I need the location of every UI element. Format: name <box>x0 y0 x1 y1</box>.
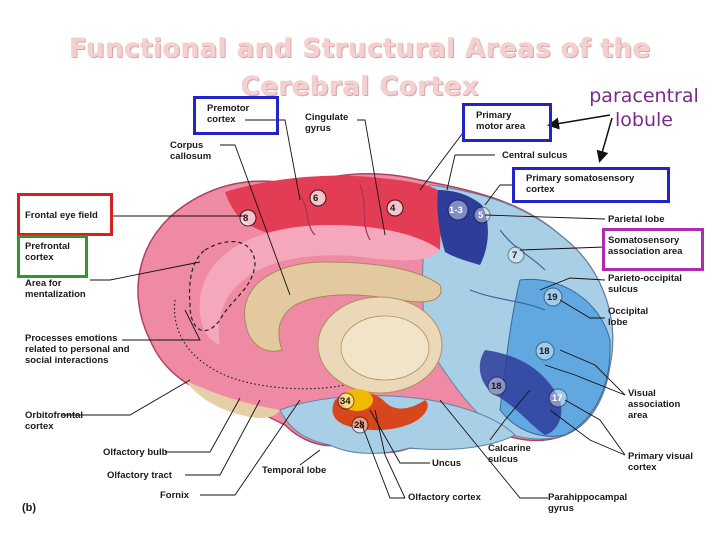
label-cingulate: Cingulate gyrus <box>305 112 349 134</box>
area-num-8: 8 <box>243 213 249 224</box>
cingulate-band <box>199 225 440 345</box>
area-num-18a: 18 <box>539 346 550 357</box>
frontal-eye-box <box>17 193 113 236</box>
label-prefrontal: Prefrontal cortex <box>25 241 70 263</box>
area-num-34: 34 <box>340 396 351 407</box>
label-premotor: Premotor cortex <box>207 103 250 125</box>
leader-lines <box>62 119 626 499</box>
number-6 <box>309 189 327 207</box>
area-num-4: 4 <box>390 203 396 214</box>
label-occipital: Occipital lobe <box>608 306 649 328</box>
annotation-line2: lobule <box>615 109 673 131</box>
number-7 <box>507 246 525 264</box>
primary-somato-box <box>512 167 670 203</box>
diagram-title: Functional and Structural Areas of the C… <box>69 34 651 102</box>
thalamus-inner <box>340 315 430 381</box>
label-central-sulcus: Central sulcus <box>502 150 568 161</box>
orbitofrontal-region <box>185 380 280 418</box>
somatosensory-strip <box>437 190 488 265</box>
label-olfactory-cortex: Olfactory cortex <box>408 492 481 503</box>
area-num-17: 17 <box>552 393 563 404</box>
label-visual-assoc: Visual association area <box>628 388 681 421</box>
label-emotions: Processes emotions related to personal a… <box>25 333 130 366</box>
label-mentalization: Area for mentalization <box>25 278 86 300</box>
corpus-callosum <box>244 261 442 352</box>
primary-motor-box <box>462 103 552 142</box>
number-34 <box>337 392 355 410</box>
label-parahippocampal: Parahippocampal gyrus <box>548 492 628 514</box>
area-num-18b: 18 <box>491 381 502 392</box>
visual-cortex-strip <box>479 350 562 435</box>
label-primary-somato: Primary somatosensory cortex <box>526 173 635 195</box>
label-parietal-lobe: Parietal lobe <box>608 214 665 225</box>
area-num-28: 28 <box>354 420 365 431</box>
paracentral-annotation: paracentral lobule <box>584 84 704 132</box>
number-19a <box>543 287 563 307</box>
label-primary-visual: Primary visual cortex <box>628 451 693 473</box>
label-parieto-occipital: Parieto-occipital sulcus <box>608 273 682 295</box>
area-num-5: 5 <box>478 210 484 221</box>
label-primary-motor: Primary motor area <box>476 110 526 132</box>
label-corpus-callosum: Corpus callosum <box>170 140 212 162</box>
number-17 <box>548 388 568 408</box>
number-8 <box>239 209 257 227</box>
area-num-1-3: 1-3 <box>449 205 463 216</box>
arrow-to-somato <box>596 117 613 163</box>
area-num-7: 7 <box>512 250 518 261</box>
label-calcarine: Calcarine sulcus <box>488 443 531 465</box>
number-1-3 <box>447 199 469 221</box>
number-18a <box>535 341 555 361</box>
area-num-6: 6 <box>313 193 319 204</box>
number-28 <box>351 416 369 434</box>
number-4 <box>386 199 404 217</box>
mentalization-dashed <box>188 241 256 332</box>
area-num-19: 19 <box>547 292 558 303</box>
label-somato-assoc: Somatosensory association area <box>608 235 683 257</box>
annotation-line1: paracentral <box>589 85 699 107</box>
label-olfactory-tract: Olfactory tract <box>107 470 172 481</box>
panel-label: (b) <box>22 502 37 514</box>
number-18b <box>487 376 507 396</box>
premotor-box <box>193 96 279 135</box>
label-orbitofrontal: Orbitofrontal cortex <box>25 410 84 432</box>
label-uncus: Uncus <box>432 458 462 469</box>
label-frontal-eye: Frontal eye field <box>25 210 98 221</box>
prefrontal-box <box>17 235 88 278</box>
label-olfactory-bulb: Olfactory bulb <box>103 447 168 458</box>
label-temporal-lobe: Temporal lobe <box>262 465 327 476</box>
somato-assoc-box <box>602 228 704 271</box>
label-fornix: Fornix <box>160 490 190 501</box>
arrow-to-motor <box>547 114 611 130</box>
